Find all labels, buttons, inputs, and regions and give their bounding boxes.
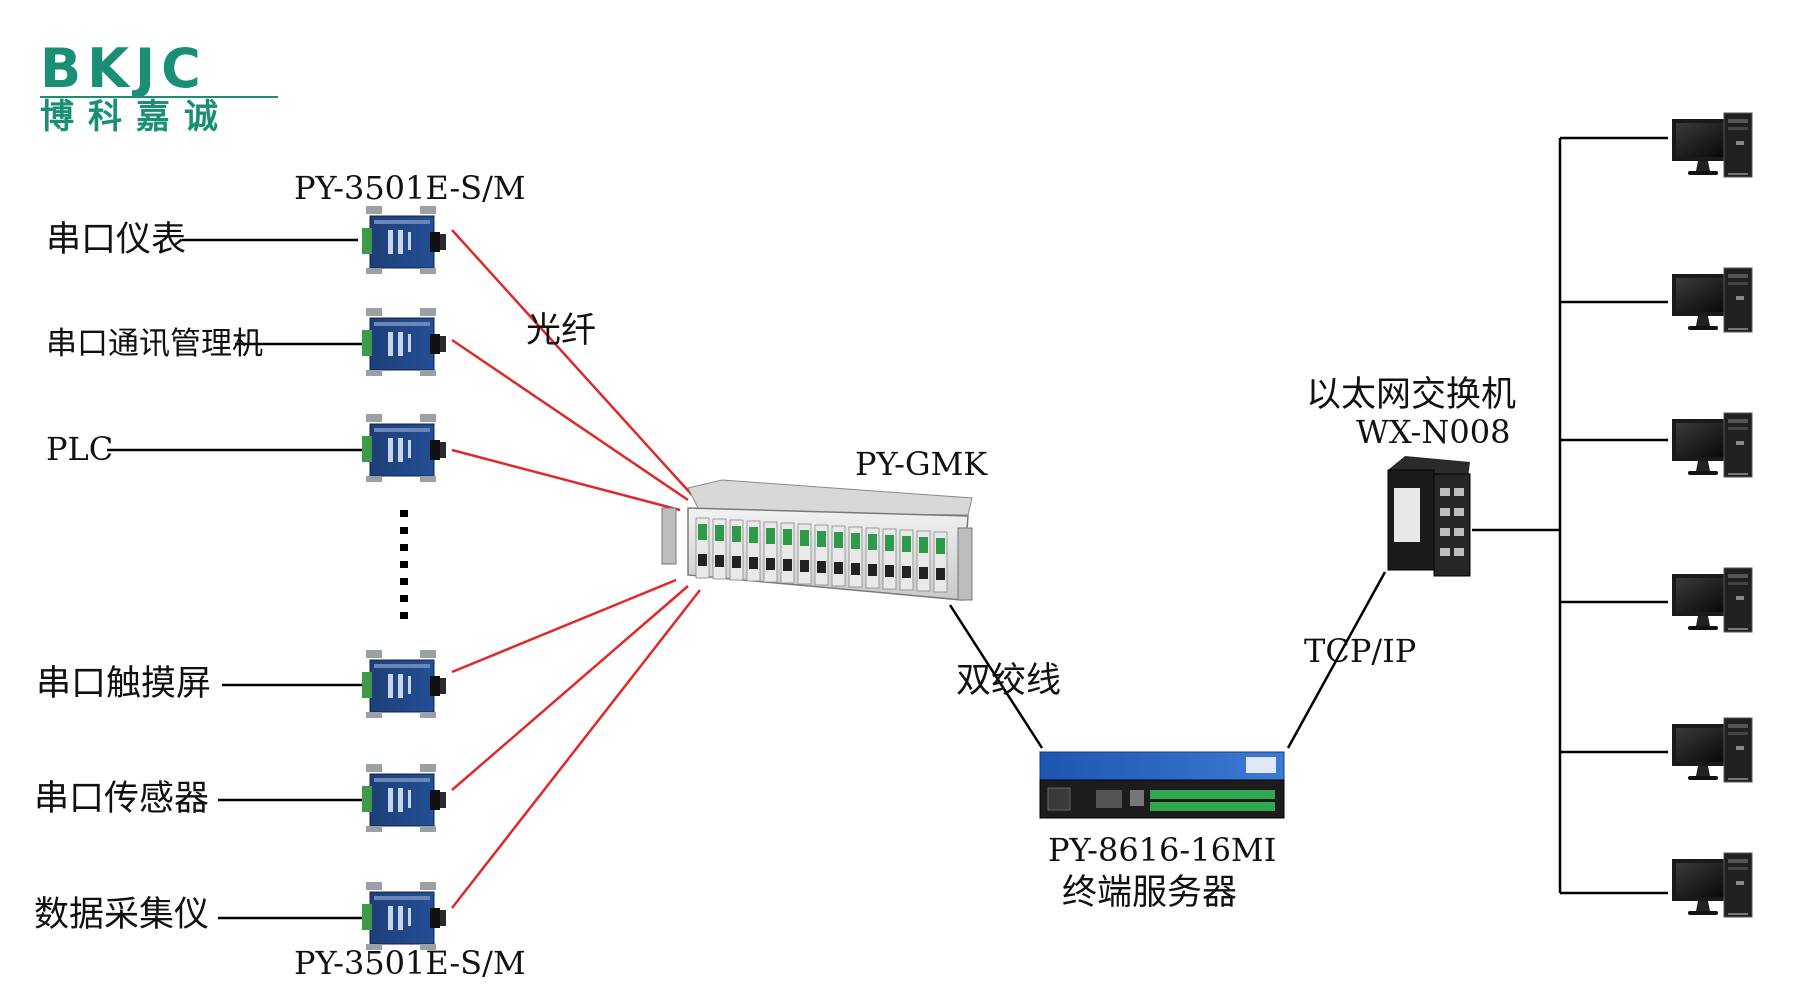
switch-model-label: WX-N008 bbox=[1356, 413, 1511, 451]
more-devices-ellipsis bbox=[400, 510, 408, 619]
source-label-6: 数据采集仪 bbox=[34, 895, 210, 935]
converter-4 bbox=[361, 649, 447, 719]
converter-model-top: PY-3501E-S/M bbox=[294, 169, 526, 207]
logo-latin-text: BKJC bbox=[40, 37, 207, 100]
fiber-link-4 bbox=[451, 578, 677, 674]
fiber-links bbox=[451, 229, 701, 909]
chassis-slot bbox=[848, 526, 863, 588]
source-label-5: 串口传感器 bbox=[34, 779, 210, 819]
server-name-label: 终端服务器 bbox=[1062, 873, 1238, 913]
source-label-1: 串口仪表 bbox=[46, 220, 187, 260]
chassis-slot bbox=[814, 524, 829, 586]
twisted-pair-link bbox=[948, 604, 1044, 749]
desktop-computer-icon bbox=[1671, 717, 1753, 783]
fiber-label: 光纤 bbox=[526, 311, 597, 351]
ethernet-switch bbox=[1387, 456, 1471, 577]
chassis-py-gmk bbox=[661, 479, 973, 601]
source-label-3: PLC bbox=[46, 430, 114, 468]
source-wires bbox=[107, 238, 366, 920]
chassis-slot bbox=[729, 519, 744, 581]
chassis-slot bbox=[831, 525, 846, 587]
chassis-slot bbox=[780, 522, 795, 584]
chassis-slot bbox=[933, 531, 948, 593]
converter-6 bbox=[361, 881, 447, 951]
converter-2 bbox=[361, 307, 447, 377]
chassis-slot bbox=[746, 520, 761, 582]
desktop-computer-icon bbox=[1671, 852, 1753, 918]
converter-5 bbox=[361, 763, 447, 833]
chassis-slot bbox=[899, 529, 914, 591]
fiber-link-2 bbox=[451, 338, 689, 502]
fiber-link-5 bbox=[451, 585, 689, 791]
terminal-server bbox=[1039, 751, 1285, 819]
desktop-computer-icon bbox=[1671, 412, 1753, 478]
chassis-slot bbox=[916, 530, 931, 592]
desktop-computer-icon bbox=[1671, 267, 1753, 333]
desktop-computer-icon bbox=[1671, 112, 1753, 178]
logo-chinese-text: 博科嘉诚 bbox=[40, 97, 232, 137]
chassis-model-label: PY-GMK bbox=[855, 445, 988, 483]
fiber-link-3 bbox=[451, 448, 681, 512]
client-computers bbox=[1671, 112, 1753, 918]
converter-1 bbox=[361, 205, 447, 275]
converter-model-bottom: PY-3501E-S/M bbox=[294, 944, 526, 982]
chassis-slot bbox=[695, 517, 710, 579]
source-label-2: 串口通讯管理机 bbox=[46, 326, 263, 362]
chassis-slot bbox=[797, 523, 812, 585]
switch-name-label: 以太网交换机 bbox=[1306, 375, 1517, 415]
chassis-slot bbox=[712, 518, 727, 580]
logo-divider bbox=[40, 96, 278, 98]
desktop-computer-icon bbox=[1671, 567, 1753, 633]
fiber-link-1 bbox=[451, 229, 693, 496]
tcpip-label: TCP/IP bbox=[1304, 632, 1417, 670]
converter-3 bbox=[361, 413, 447, 483]
server-model-label: PY-8616-16MI bbox=[1048, 831, 1277, 869]
fiber-link-6 bbox=[451, 589, 701, 909]
source-label-4: 串口触摸屏 bbox=[36, 664, 212, 704]
chassis-slot bbox=[865, 527, 880, 589]
chassis-slot bbox=[882, 528, 897, 590]
tcpip-link bbox=[1286, 571, 1387, 749]
twisted-pair-label: 双绞线 bbox=[956, 661, 1062, 701]
lan-bus bbox=[1472, 136, 1668, 895]
chassis-slot bbox=[763, 521, 778, 583]
